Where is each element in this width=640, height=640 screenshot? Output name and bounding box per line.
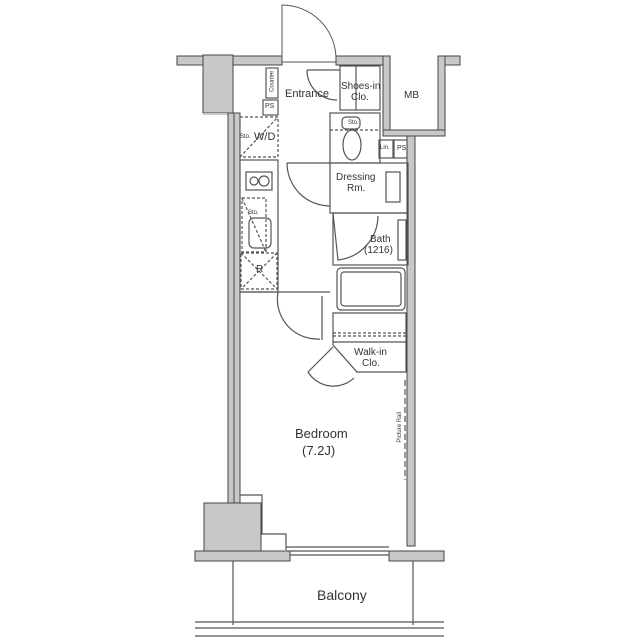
interior-walls (195, 65, 444, 637)
label-mb: MB (404, 90, 419, 101)
label-shoes-in-1: Shoes-in (341, 81, 381, 92)
entrance-door (281, 4, 337, 63)
label-sto-wd: Sto. (240, 134, 251, 140)
label-walkin-2: Clo. (362, 358, 380, 369)
label-entrance: Entrance (285, 88, 330, 100)
label-balcony: Balcony (317, 587, 367, 603)
label-lin: Lin. (380, 145, 390, 151)
label-sto-kitchen: Sto. (248, 210, 259, 216)
label-bedroom-1: Bedroom (295, 426, 348, 441)
label-counter: Counter (269, 70, 276, 92)
exterior-walls (176, 54, 461, 562)
label-bath-2: (1216) (364, 245, 393, 256)
label-wd: W/D (254, 131, 276, 143)
label-refrigerator: R (256, 264, 264, 275)
label-dressing-1: Dressing (336, 172, 376, 183)
label-picture-rail: Picture Rail (397, 411, 404, 443)
label-bedroom-2: (7.2J) (302, 443, 336, 458)
label-ps-right: PS (397, 145, 407, 152)
label-ps-left: PS (265, 103, 275, 110)
label-sto-toilet: Sto. (348, 120, 359, 126)
label-dressing-2: Rm. (347, 183, 366, 194)
label-walkin-1: Walk-in (354, 347, 387, 358)
label-shoes-in-2: Clo. (351, 92, 369, 103)
label-bath-1: Bath (370, 234, 391, 245)
